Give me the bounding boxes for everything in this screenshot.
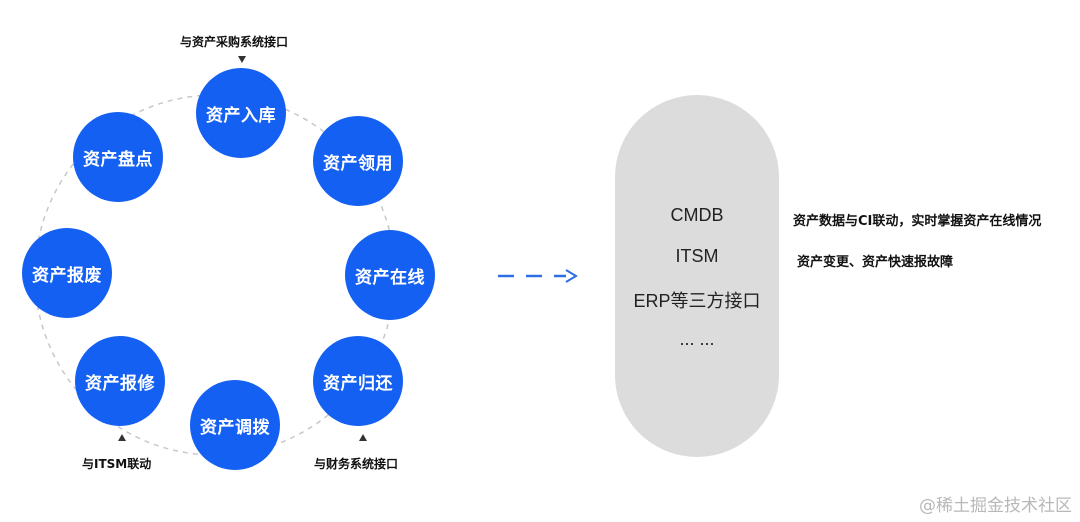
node-asset-inbound: 资产入库 bbox=[196, 68, 286, 158]
dashed-arrow bbox=[498, 269, 578, 283]
system-cmdb: CMDB bbox=[670, 205, 724, 225]
top-note: 与资产采购系统接口 bbox=[180, 35, 289, 49]
node-asset-scrap: 资产报废 bbox=[22, 228, 112, 318]
system-erp: ERP等三方接口 bbox=[633, 291, 761, 311]
arrow-up-icon bbox=[118, 434, 126, 441]
description-change: 资产变更、资产快速报故障 bbox=[797, 255, 954, 270]
arrow-up-icon bbox=[359, 434, 367, 441]
node-asset-return: 资产归还 bbox=[313, 336, 403, 426]
node-asset-claim: 资产领用 bbox=[313, 116, 403, 206]
description-ci: 资产数据与CI联动，实时掌握资产在线情况 bbox=[793, 214, 1042, 229]
watermark: @稀土掘金技术社区 bbox=[919, 496, 1072, 516]
node-asset-online: 资产在线 bbox=[345, 230, 435, 320]
node-asset-repair: 资产报修 bbox=[75, 336, 165, 426]
bottom-left-note: 与ITSM联动 bbox=[82, 457, 152, 471]
node-asset-inventory: 资产盘点 bbox=[73, 112, 163, 202]
arrow-down-icon bbox=[238, 56, 246, 63]
system-more: ... ... bbox=[679, 329, 715, 349]
node-asset-transfer: 资产调拨 bbox=[190, 380, 280, 470]
bottom-right-note: 与财务系统接口 bbox=[314, 457, 399, 471]
systems-pill: CMDB ITSM ERP等三方接口 ... ... bbox=[615, 95, 779, 457]
system-itsm: ITSM bbox=[675, 246, 719, 266]
